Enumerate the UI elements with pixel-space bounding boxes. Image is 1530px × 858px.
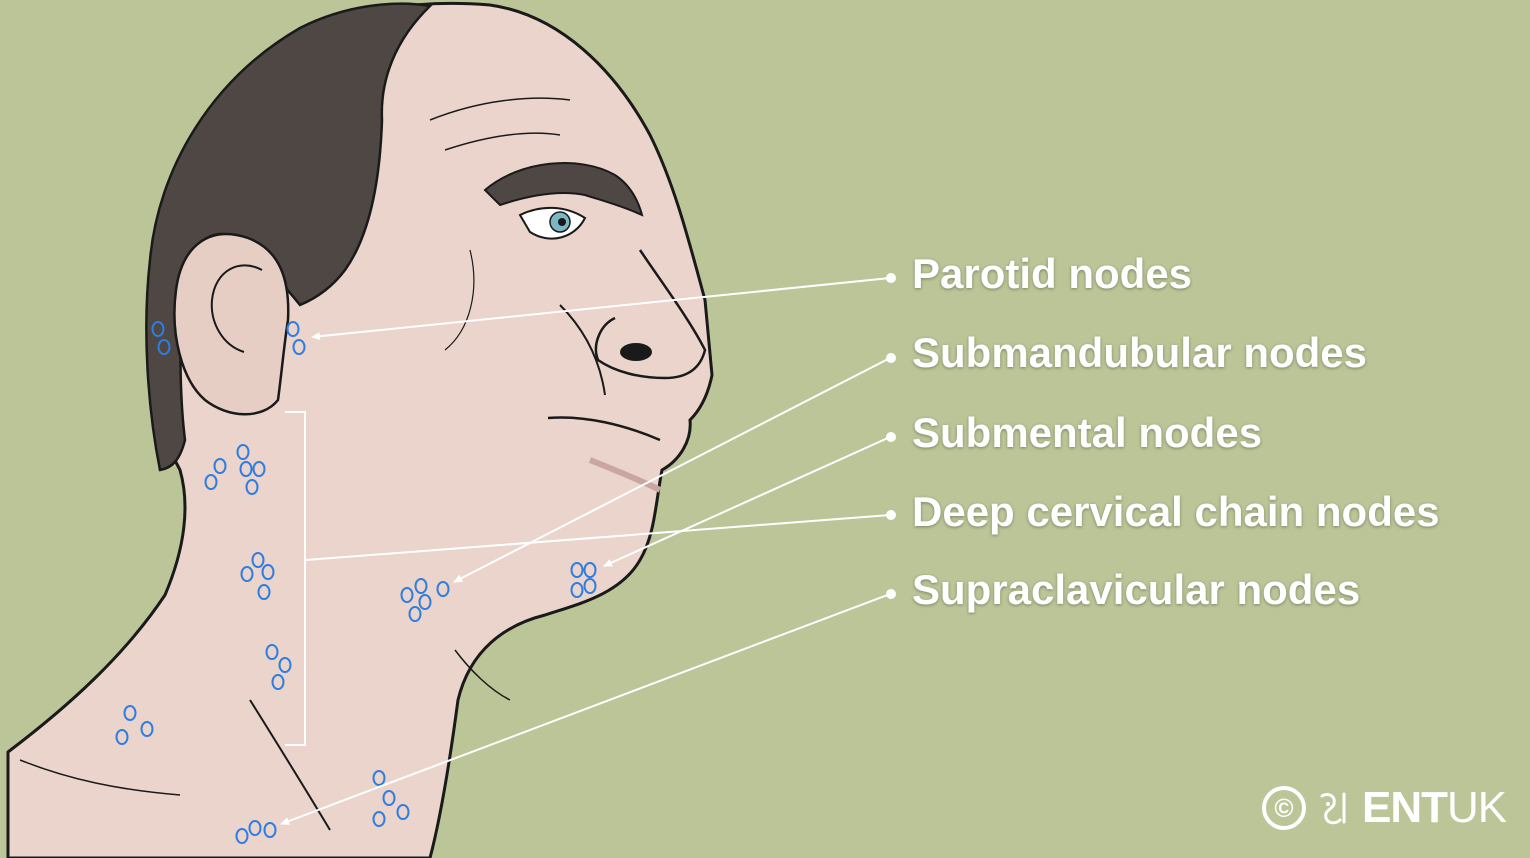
brand-name-bold: ENT (1362, 783, 1447, 832)
nostril (620, 343, 652, 361)
label-deep-cervical-chain-nodes: Deep cervical chain nodes (912, 488, 1440, 536)
pupil (558, 218, 566, 226)
leader-dot (886, 589, 896, 599)
leader-dot (886, 510, 896, 520)
brand-name: ENTUK (1362, 782, 1506, 834)
copyright-icon: © (1262, 786, 1306, 830)
entuk-logo-icon (1314, 786, 1354, 830)
brand-name-regular: UK (1447, 783, 1506, 832)
label-submental-nodes: Submental nodes (912, 409, 1262, 457)
label-submandibular-nodes: Submandubular nodes (912, 329, 1367, 377)
leader-dot (886, 432, 896, 442)
label-parotid-nodes: Parotid nodes (912, 250, 1192, 298)
label-supraclavicular-nodes: Supraclavicular nodes (912, 566, 1360, 614)
brand-watermark: © ENTUK (1262, 782, 1506, 834)
leader-dot (886, 353, 896, 363)
leader-dot (886, 273, 896, 283)
